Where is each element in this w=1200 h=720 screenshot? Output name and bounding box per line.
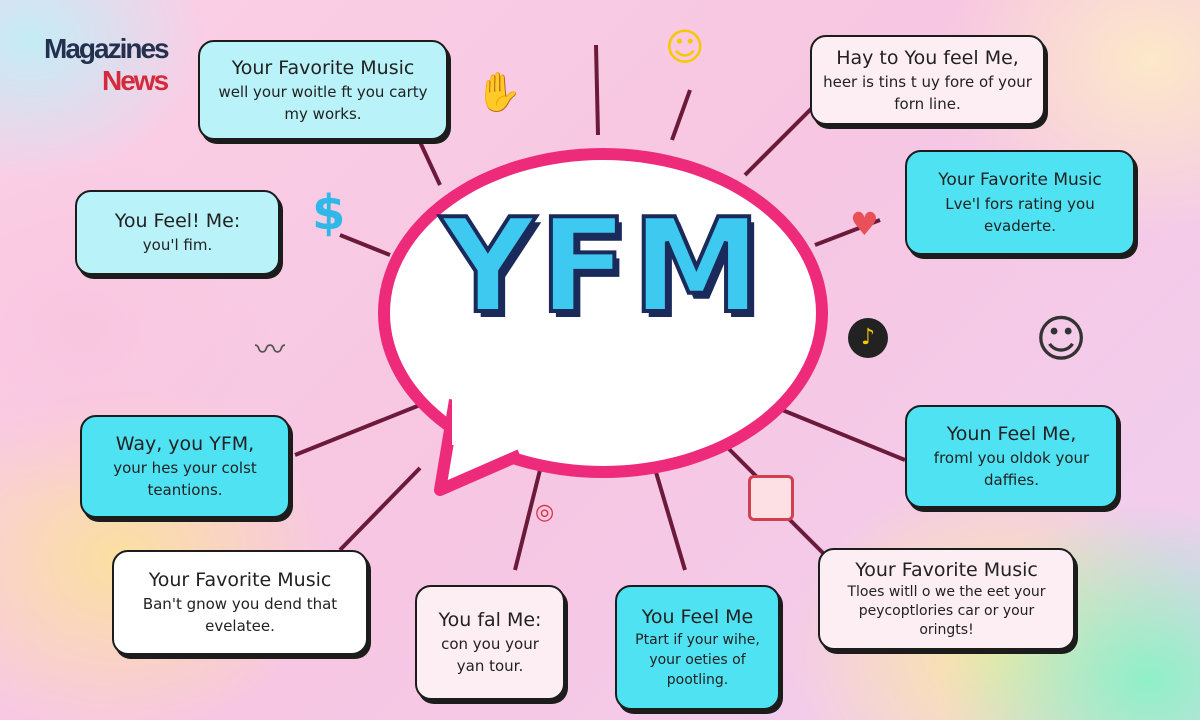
- radio-icon: [748, 475, 794, 521]
- connector: [418, 141, 442, 186]
- box-title: Your Favorite Music: [148, 569, 332, 591]
- box-title: You Feel! Me:: [114, 210, 241, 232]
- box-title: You Feel Me: [641, 606, 754, 628]
- lips-icon: ◎: [535, 500, 555, 525]
- smiley-face-icon: ☺: [1035, 310, 1088, 368]
- topic-box: You fal Me: con you your yan tour.: [415, 585, 565, 700]
- connector: [743, 106, 814, 177]
- topic-box: Youn Feel Me, froml you oldok your daffie…: [905, 405, 1118, 508]
- dollar-icon: $: [312, 185, 346, 241]
- center-title: YFM: [439, 188, 766, 344]
- box-text: Tloes witll o we the eet your peycoptlor…: [847, 584, 1046, 638]
- topic-box: Hay to You feel Me, heer is tins t uy for…: [810, 35, 1045, 125]
- logo-text: Magazines: [44, 33, 170, 64]
- topic-box: Your Favorite Music well your woitle ft y…: [198, 40, 448, 140]
- box-text: Ptart if your wihe, your oeties of pootl…: [635, 632, 760, 688]
- topic-box: You Feel! Me: you'l fim.: [75, 190, 280, 275]
- box-text: Lve'l fors rating you evaderte.: [945, 195, 1095, 235]
- connector: [513, 469, 542, 571]
- connector: [814, 218, 881, 247]
- box-text: heer is tins t uy fore of your forn line…: [823, 72, 1032, 113]
- box-title: Youn Feel Me,: [946, 423, 1077, 445]
- hand-icon: ✋: [475, 70, 523, 114]
- box-text: con you your yan tour.: [441, 635, 539, 675]
- box-text: Ban't gnow you dend that evelatee.: [142, 595, 338, 635]
- box-title: You fal Me:: [438, 609, 542, 631]
- box-title: Your Favorite Music: [231, 56, 415, 79]
- connector: [769, 403, 906, 462]
- logo-text: News: [102, 65, 169, 96]
- box-text: well your woitle ft you carty my works.: [218, 82, 428, 123]
- box-title: Hay to You feel Me,: [836, 46, 1019, 69]
- connector: [338, 466, 422, 552]
- music-disc-icon: ♪: [848, 318, 888, 358]
- box-text: you'l fim.: [142, 236, 213, 254]
- box-text: your hes your colst teantions.: [113, 459, 257, 499]
- connector: [294, 403, 421, 457]
- heart-icon: ♥: [850, 205, 879, 243]
- box-text: froml you oldok your daffies.: [933, 449, 1090, 489]
- box-title: Your Favorite Music: [855, 559, 1038, 581]
- magazines-news-logo: Magazines News: [40, 34, 190, 98]
- connector: [670, 89, 692, 141]
- lightbulb-icon: ☺: [665, 25, 705, 69]
- box-title: Your Favorite Music: [938, 170, 1102, 190]
- topic-box: You Feel Me Ptart if your wihe, your oeti…: [615, 585, 780, 710]
- topic-box: Way, you YFM, your hes your colst teantio…: [80, 415, 290, 518]
- box-title: Way, you YFM,: [115, 433, 255, 455]
- scroll-icon: 〰: [255, 333, 285, 368]
- connector: [594, 44, 600, 136]
- connector: [339, 233, 391, 257]
